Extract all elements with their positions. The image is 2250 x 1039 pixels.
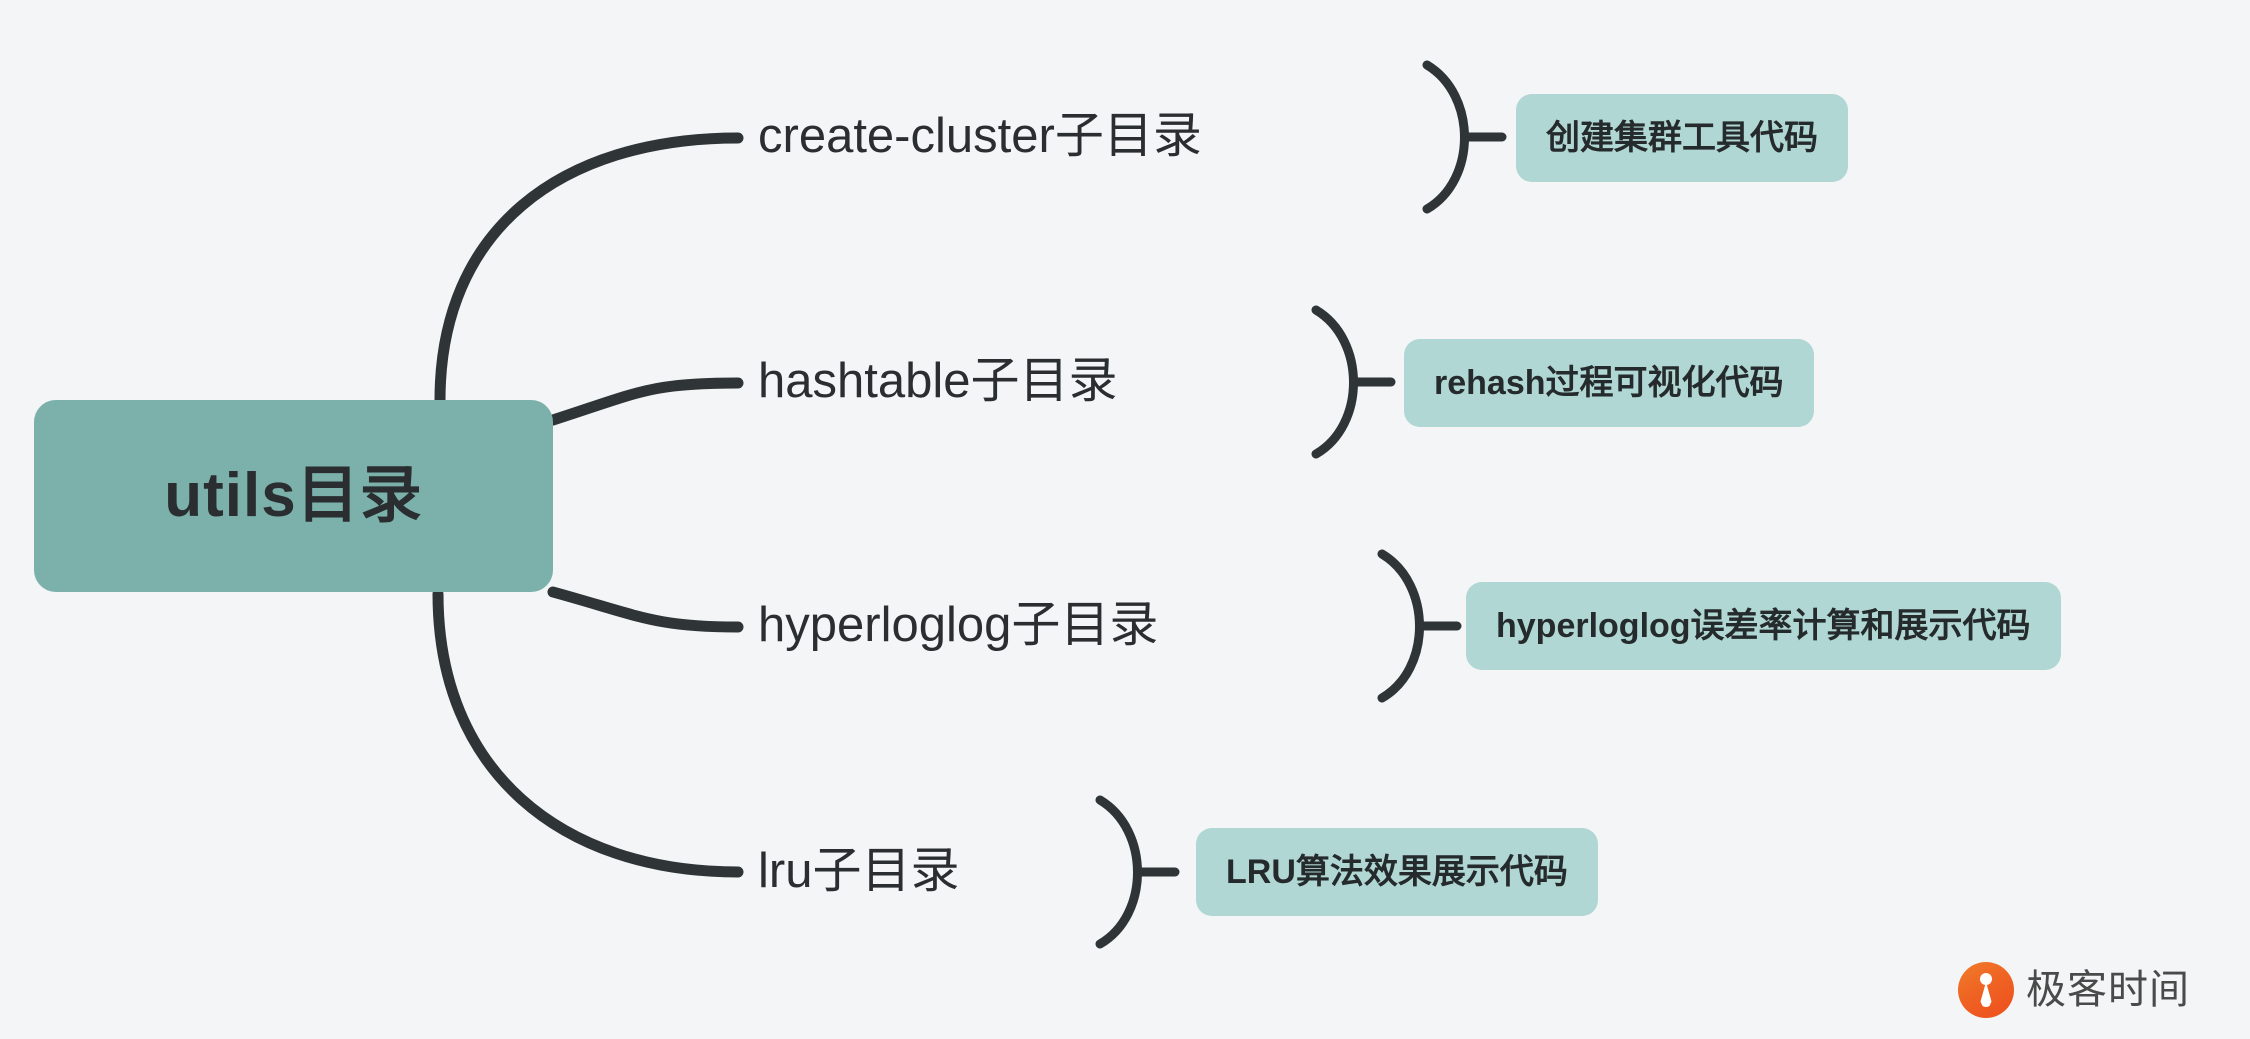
watermark-label: 极客时间 bbox=[2026, 968, 2190, 1012]
bracket-branch-3 bbox=[1377, 549, 1462, 703]
connector-curve-branch-3 bbox=[547, 586, 744, 633]
branch-label-hyperloglog[interactable]: hyperloglog子目录 bbox=[758, 598, 1159, 652]
badge-text: LRU算法效果展示代码 bbox=[1226, 853, 1568, 891]
badge-hashtable[interactable]: rehash过程可视化代码 bbox=[1404, 339, 1814, 427]
branch-label-hashtable[interactable]: hashtable子目录 bbox=[758, 354, 1118, 408]
root-node-label: utils目录 bbox=[164, 461, 423, 530]
connector-curve-branch-4 bbox=[432, 588, 744, 878]
branch-label-create-cluster[interactable]: create-cluster子目录 bbox=[758, 109, 1202, 163]
badge-hyperloglog[interactable]: hyperloglog误差率计算和展示代码 bbox=[1466, 582, 2061, 670]
connector-curve-branch-1 bbox=[434, 132, 744, 406]
bracket-branch-2 bbox=[1311, 305, 1396, 459]
connector-curve-branch-2 bbox=[547, 377, 744, 426]
badge-text: 创建集群工具代码 bbox=[1546, 119, 1818, 157]
root-node[interactable]: utils目录 bbox=[34, 400, 553, 592]
badge-lru[interactable]: LRU算法效果展示代码 bbox=[1196, 828, 1598, 916]
bracket-branch-4 bbox=[1095, 795, 1180, 949]
badge-create-cluster[interactable]: 创建集群工具代码 bbox=[1516, 94, 1848, 182]
watermark: 极客时间 bbox=[1958, 962, 2190, 1018]
branch-label-lru[interactable]: lru子目录 bbox=[758, 844, 960, 898]
badge-text: hyperloglog误差率计算和展示代码 bbox=[1496, 607, 2031, 645]
geektime-logo-icon bbox=[1958, 962, 2014, 1018]
badge-text: rehash过程可视化代码 bbox=[1434, 364, 1784, 402]
bracket-branch-1 bbox=[1422, 60, 1507, 214]
